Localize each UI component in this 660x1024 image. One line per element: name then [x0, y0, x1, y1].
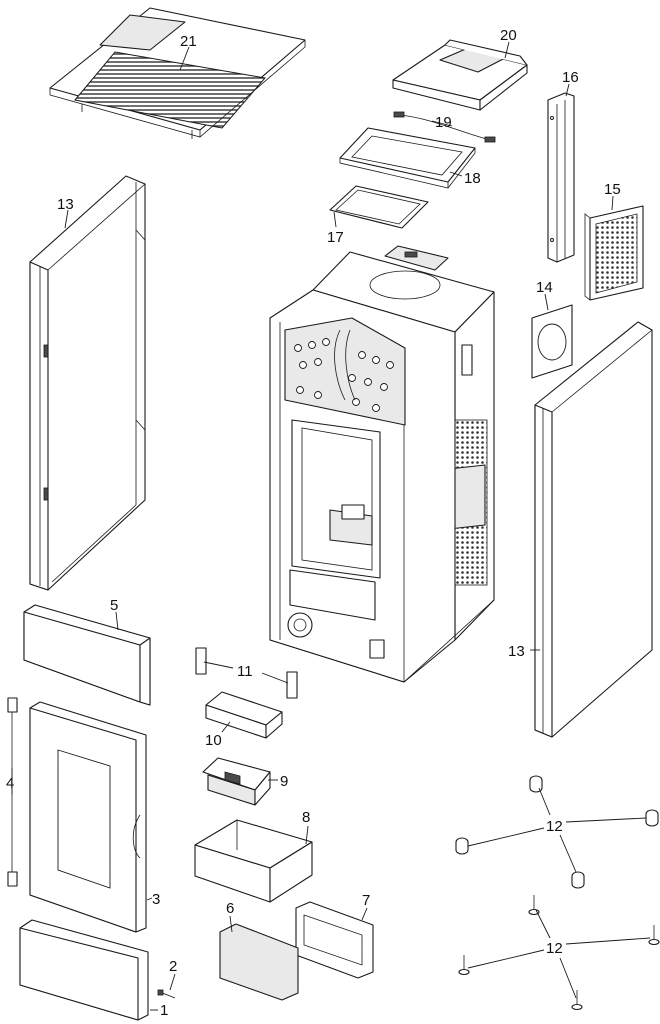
- part-21-top-cover: [49, 7, 306, 139]
- part-6-plate: [219, 923, 299, 1001]
- callout-18: 18: [464, 170, 481, 187]
- part-7-gasket-frame: [295, 901, 374, 979]
- callout-5: 5: [110, 597, 118, 614]
- callout-11: 11: [237, 663, 253, 680]
- leader-lines: [11, 41, 651, 1011]
- part-12-feet-caps: [455, 775, 659, 889]
- part-11-brackets: [195, 647, 298, 699]
- exchanger-holes: [294, 338, 394, 412]
- part-19-cable: [393, 111, 496, 143]
- callout-2: 2: [169, 958, 177, 975]
- part-12-feet-screws: [458, 895, 660, 1011]
- callout-12-screws: 12: [546, 940, 563, 957]
- part-3-door: [29, 701, 147, 933]
- callout-19: 19: [435, 114, 452, 131]
- callout-12-caps: 12: [546, 818, 563, 835]
- callout-10: 10: [205, 732, 222, 749]
- part-9-burn-pot: [202, 757, 271, 806]
- callout-15: 15: [604, 181, 621, 198]
- callout-9: 9: [280, 773, 288, 790]
- part-10-bracket: [205, 691, 283, 739]
- callout-3: 3: [152, 891, 160, 908]
- callout-1: 1: [160, 1002, 168, 1019]
- callout-21: 21: [180, 33, 197, 50]
- callout-16: 16: [562, 69, 579, 86]
- callout-4: 4: [6, 775, 14, 792]
- stove-body: [269, 245, 495, 683]
- part-15-mesh-panel: [584, 205, 644, 301]
- part-8-ash-box: [194, 819, 313, 903]
- callout-6: 6: [226, 900, 234, 917]
- part-18-frame: [339, 127, 476, 189]
- callout-20: 20: [500, 27, 517, 44]
- callout-14: 14: [536, 279, 553, 296]
- callout-8: 8: [302, 809, 310, 826]
- part-13-right-side-panel: [534, 321, 653, 738]
- part-17-gasket: [329, 185, 429, 229]
- callout-13-right: 13: [508, 643, 525, 660]
- part-1-bottom-panel: [19, 919, 149, 1021]
- part-5-panel: [23, 604, 151, 706]
- part-4-hinge-rod: [7, 697, 18, 887]
- part-13-left-side-panel: [29, 175, 146, 591]
- callout-13-left: 13: [57, 196, 74, 213]
- part-14-flange: [531, 304, 573, 379]
- part-16-rail: [547, 92, 575, 263]
- callout-labels: 21 20 19 18 17 16 15 14 13 13 12 12 11 1…: [6, 27, 621, 1019]
- part-2-screw: [157, 989, 176, 999]
- callout-7: 7: [362, 892, 370, 909]
- callout-17: 17: [327, 229, 344, 246]
